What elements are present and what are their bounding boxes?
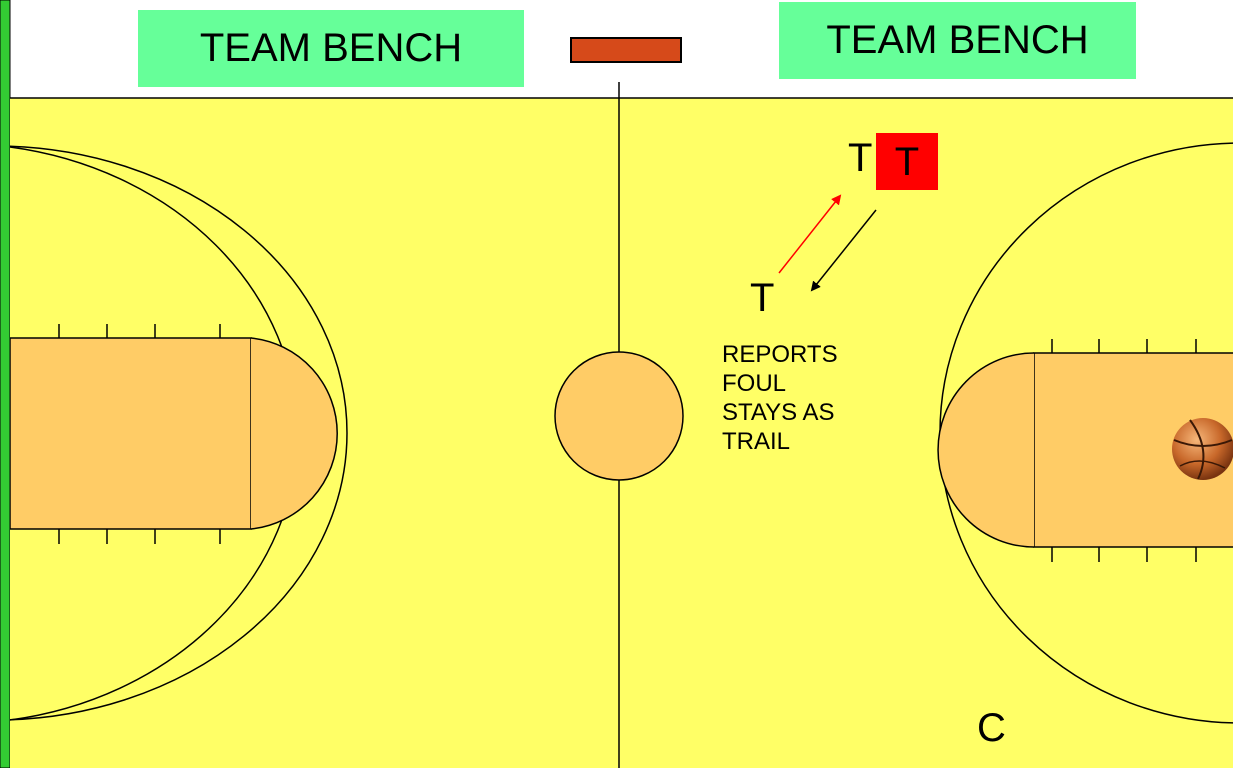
- official-center: C: [977, 706, 1006, 750]
- left-free-throw-circle: [250, 337, 338, 530]
- center-circle: [554, 351, 684, 481]
- note-line: FOUL: [722, 370, 787, 397]
- left-three-point-line: [10, 145, 348, 721]
- basketball-icon: [1172, 418, 1233, 480]
- official-trail-top: T: [848, 136, 873, 180]
- scorer-table: [570, 37, 682, 63]
- team-bench-left-label: TEAM BENCH: [199, 26, 463, 70]
- right-free-throw-circle: [937, 352, 1035, 548]
- team-bench-right-label: TEAM BENCH: [826, 18, 1089, 62]
- sideline: [0, 0, 11, 769]
- team-bench-left: TEAM BENCH: [138, 10, 524, 87]
- official-trail-highlight: T: [894, 139, 920, 184]
- note-line: TRAIL: [722, 428, 791, 455]
- official-trail-reporting: T: [750, 276, 775, 320]
- note-line: REPORTS: [722, 341, 838, 368]
- note-line: STAYS AS: [722, 399, 835, 426]
- official-highlight-box: T: [876, 133, 938, 190]
- arrow-back-to-trail: [810, 209, 877, 292]
- team-bench-right: TEAM BENCH: [779, 2, 1136, 79]
- arrow-to-table: [778, 194, 842, 274]
- note-text: REPORTS FOUL STAYS AS TRAIL: [722, 340, 902, 456]
- left-key: [10, 337, 252, 530]
